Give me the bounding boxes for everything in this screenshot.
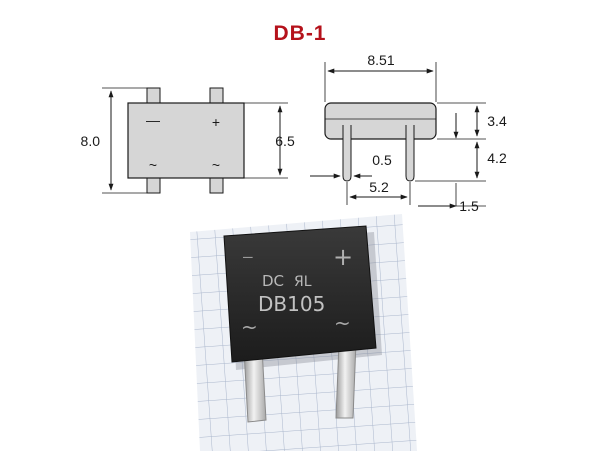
body-height-dimension-label: 3.4 [487,113,507,129]
package-title: DB-1 [273,22,327,45]
photo-package-body [223,225,377,363]
lead-top-right [209,87,224,105]
ac-symbol-right: ~ [212,157,220,173]
lead-width-dimension-label: 0.5 [372,152,392,168]
photo-ac-symbol-right: ~ [334,311,351,335]
lead-side-right [405,125,415,182]
lead-length-dimension-label: 4.2 [487,150,507,166]
lead-bottom-left [146,176,161,194]
component-photo: — + DC ЯL DB105 ~ ~ [190,214,417,451]
lead-bottom-right [209,176,224,194]
height-dimension-label: 8.0 [81,133,101,149]
photo-marking-dc: DC [262,272,284,290]
minus-symbol: — [146,112,160,128]
package-body-side [324,102,437,140]
lead-side-left [342,125,352,182]
width-dimension-label: 8.51 [367,52,394,68]
top-view: — + ~ ~ 8.0 6.5 [81,87,295,194]
photo-ac-symbol-left: ~ [241,315,258,339]
photo-plus-symbol: + [333,243,353,271]
lead-spacing-dimension-label: 5.2 [369,179,389,195]
photo-ul-mark: ЯL [294,274,312,290]
photo-minus-symbol: — [243,247,253,266]
lead-top-left [146,87,161,105]
side-view: 8.51 3.4 4.2 0.5 5.2 1.5 [310,52,507,214]
plus-symbol: + [212,114,220,130]
standoff-dimension-label: 1.5 [459,198,479,214]
pin-pitch-dimension-label: 6.5 [275,133,295,149]
photo-marking-part-number: DB105 [258,292,325,316]
package-body-top [127,102,245,179]
photo-lead-right [335,341,357,419]
ac-symbol-left: ~ [149,157,157,173]
